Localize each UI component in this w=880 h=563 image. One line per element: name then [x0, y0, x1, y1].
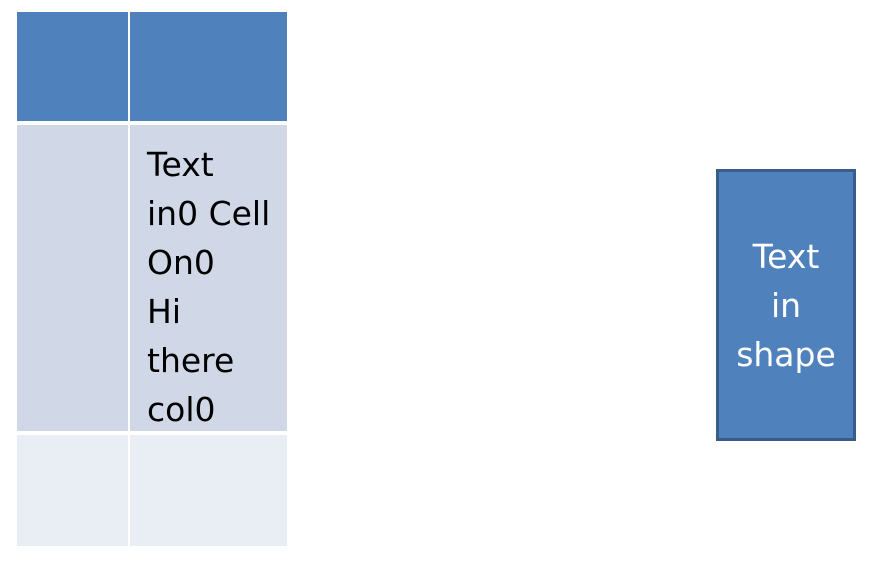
cell-text-line: Text [147, 145, 214, 184]
shape-text-line: Text [752, 236, 820, 276]
shape-text-line: in [770, 285, 802, 325]
table-header-cell-0 [17, 12, 128, 121]
cell-text-line: col0 [147, 390, 216, 429]
table-body-cell-1-1 [130, 435, 287, 546]
shape-text-line: shape [736, 334, 836, 374]
table-header-cell-1 [130, 12, 287, 121]
cell-text-line: there [147, 341, 235, 380]
table-body-cell-0-1: Text in0 Cell On0 Hi there col0 [130, 125, 287, 431]
text-shape: Text in shape [716, 169, 856, 441]
table-body-cell-0-0 [17, 125, 128, 431]
cell-text-line: in0 Cell [147, 194, 271, 233]
table-body-cell-1-0 [17, 435, 128, 546]
table: Text in0 Cell On0 Hi there col0 [17, 12, 287, 546]
cell-text-line: Hi [147, 292, 181, 331]
shape-text: Text in shape [736, 232, 836, 379]
cell-text-line: On0 [147, 243, 215, 282]
cell-text: Text in0 Cell On0 Hi there col0 [147, 140, 281, 434]
